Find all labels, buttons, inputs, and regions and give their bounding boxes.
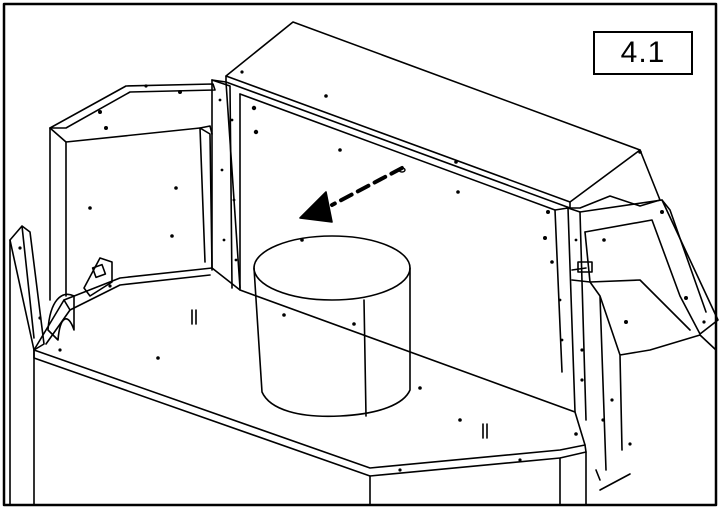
tray-pin-left [191, 309, 197, 325]
top-box-front-edge [225, 75, 571, 209]
base-tray-outline [33, 267, 586, 469]
insertion-target-hole [398, 167, 406, 173]
base-tray-front-edge [33, 349, 587, 477]
right-lower-bracket [571, 261, 593, 273]
base-tray-front-face [369, 451, 587, 506]
cylinder-body [253, 267, 411, 418]
left-panel-inner-flange [49, 125, 213, 143]
left-side-panel-top [49, 83, 216, 129]
left-front-panel [9, 225, 45, 351]
step-number-box: 4.1 [593, 31, 693, 75]
rear-left-bracket [83, 257, 113, 297]
screw-holes [18, 70, 706, 472]
left-front-flange [9, 239, 35, 506]
right-lower-panel [571, 279, 717, 506]
curved-deflector [47, 293, 75, 341]
top-box-right-face [569, 149, 661, 209]
back-panel-left-flange [211, 79, 241, 291]
bracket-square-hole [91, 263, 107, 279]
tray-pin-right [482, 423, 488, 439]
right-side-panel [584, 199, 707, 331]
base-tray-inner-rim [45, 274, 211, 345]
left-inner-panel [49, 127, 213, 301]
right-lower-detail [595, 469, 631, 491]
cylinder-top-rim [253, 235, 411, 301]
step-number-label: 4.1 [620, 36, 666, 69]
direction-arrow [299, 191, 333, 223]
back-panel [211, 79, 563, 373]
insertion-dashed-line [330, 166, 404, 207]
cylinder-seam [363, 299, 367, 417]
